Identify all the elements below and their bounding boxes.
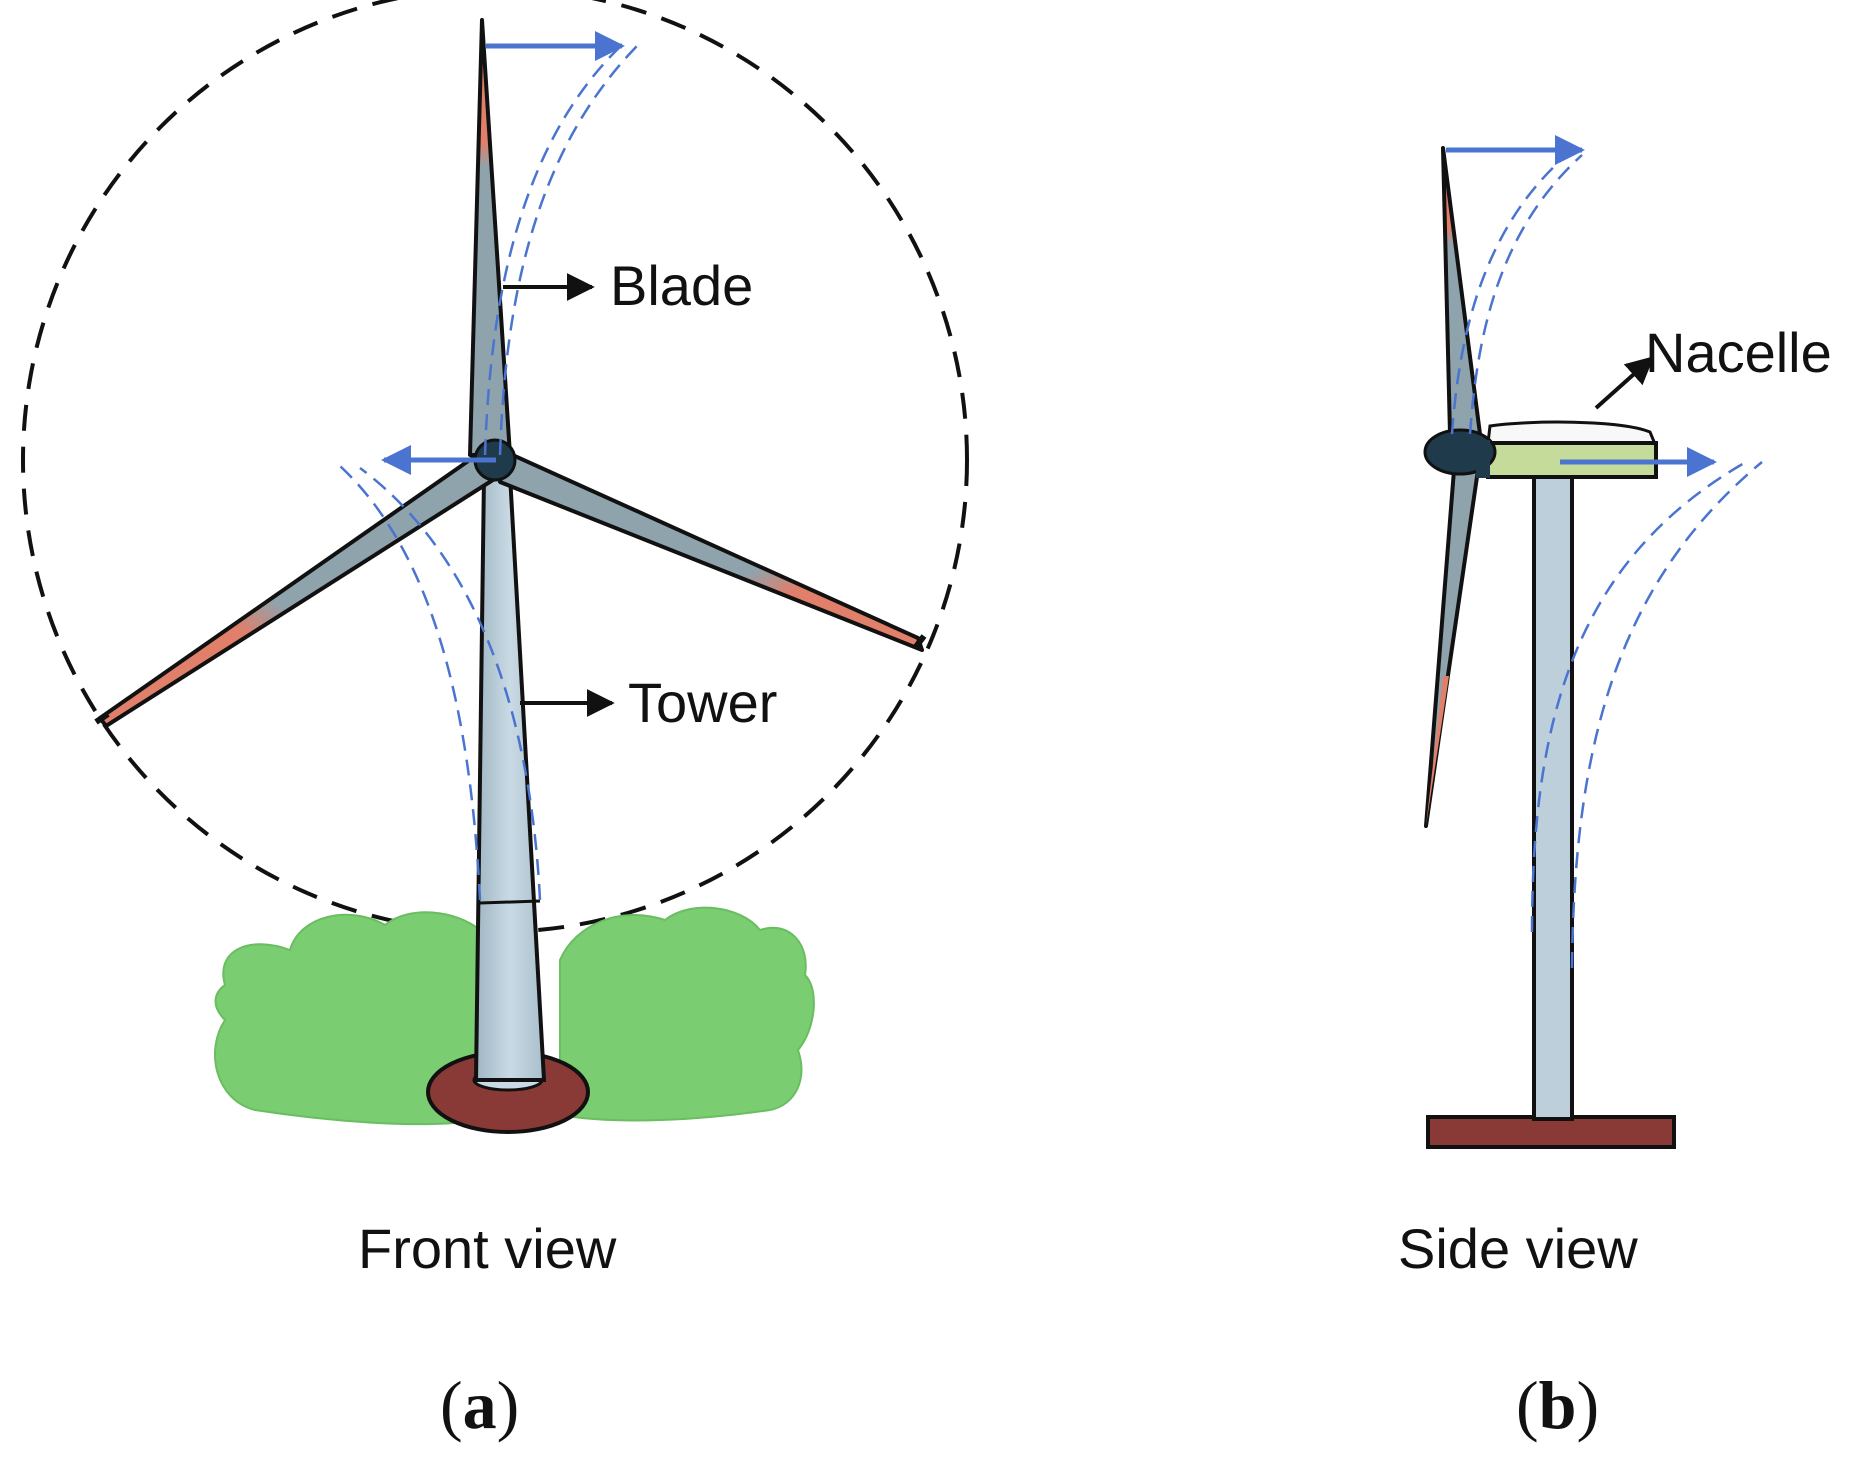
front-tower [473, 473, 547, 1082]
rotor-sweep-circle [21, 0, 969, 934]
blade-right-tip [912, 634, 927, 650]
front-view: Blade Tower Front view (a) [21, 0, 969, 1443]
blade-deflection-curve-2 [498, 44, 639, 456]
tower-deflection-curve-2 [359, 466, 542, 901]
nacelle-label-arrow [1594, 356, 1655, 410]
blade-right [498, 450, 924, 652]
side-blade-deflection-2 [1468, 154, 1583, 435]
panel-a-letter: a [463, 1367, 497, 1443]
panel-label-b: (b) [1516, 1367, 1599, 1443]
side-view: Nacelle Side view (b) [1398, 135, 1832, 1443]
blade-left [98, 448, 498, 728]
tower-segment-line [479, 899, 541, 905]
blade-deflection-curve [483, 41, 626, 456]
panel-b-letter: b [1539, 1367, 1577, 1443]
panel-b-close: ) [1576, 1367, 1599, 1443]
panel-a-open: ( [440, 1367, 463, 1443]
side-blade-down-tip [1426, 676, 1449, 826]
panel-a-close: ) [497, 1367, 520, 1443]
panel-b-open: ( [1516, 1367, 1539, 1443]
blade-label: Blade [610, 254, 753, 317]
side-hub-connector [1476, 440, 1490, 478]
side-tower-deflection [1530, 460, 1747, 933]
foliage-right [559, 906, 815, 1122]
side-blade-deflection [1450, 151, 1571, 435]
nacelle-cover [1486, 420, 1658, 446]
front-view-caption: Front view [358, 1217, 617, 1280]
tower-label: Tower [628, 671, 777, 734]
nacelle-label: Nacelle [1645, 321, 1832, 384]
side-blade-up [1441, 146, 1482, 436]
side-base [1426, 1115, 1676, 1149]
side-tower-deflection-2 [1570, 461, 1763, 969]
blade-left-tip [94, 711, 110, 725]
side-view-caption: Side view [1398, 1217, 1638, 1280]
panel-label-a: (a) [440, 1367, 519, 1443]
tower-deflection-curve [339, 465, 482, 901]
